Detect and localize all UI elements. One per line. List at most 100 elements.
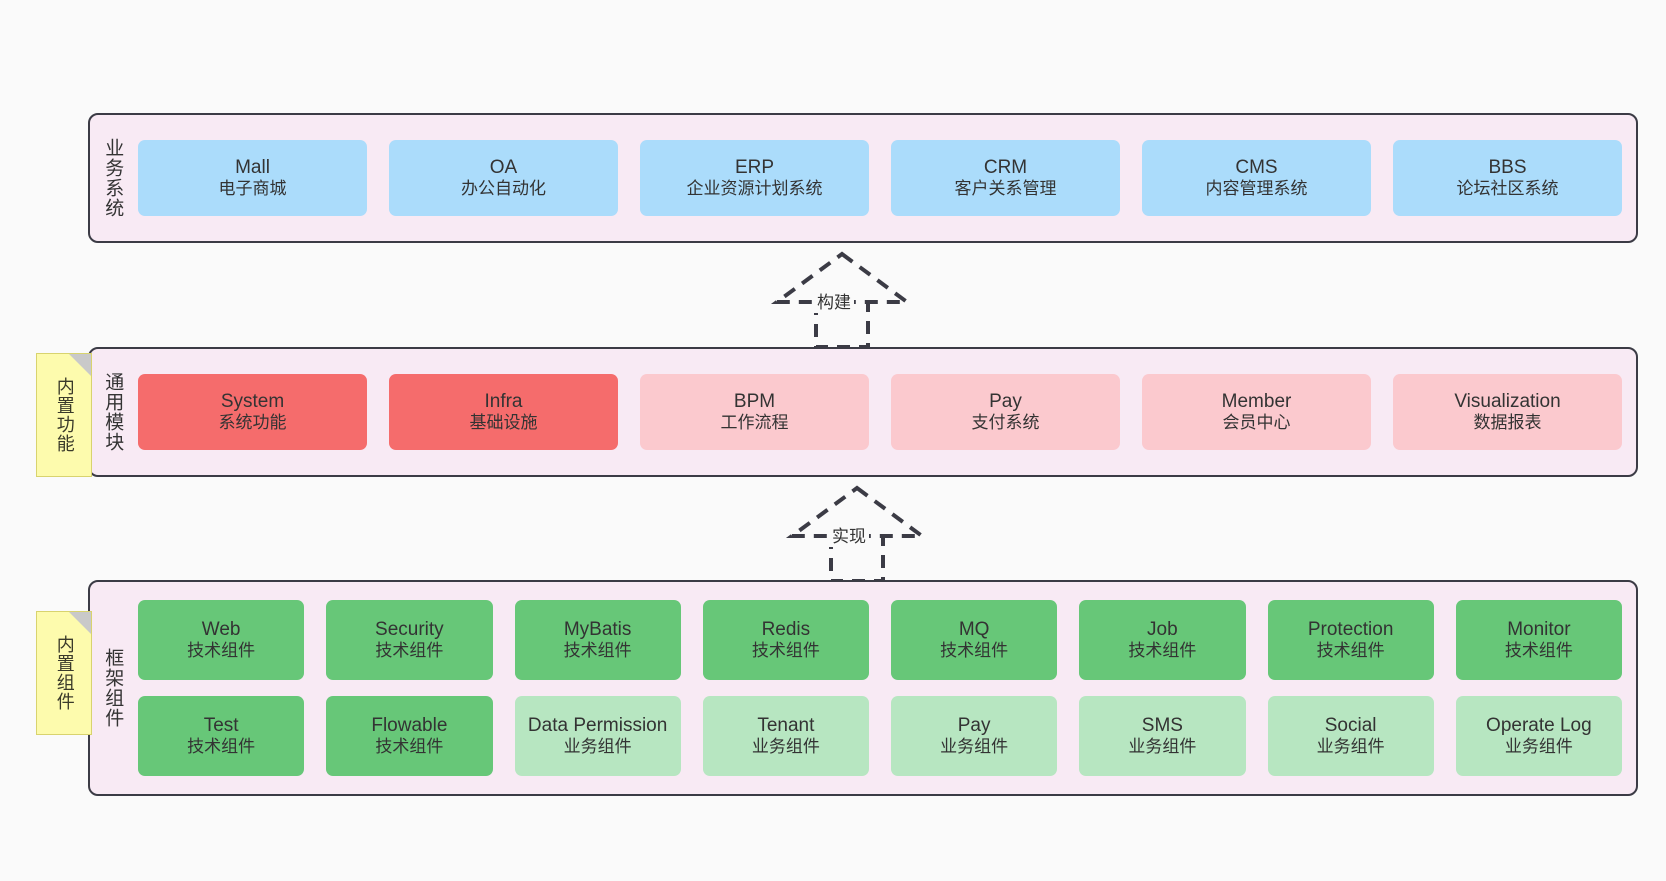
box-title-cn: 技术组件 (187, 641, 256, 661)
box-title-cn: 业务组件 (1316, 737, 1385, 757)
box-protection[interactable]: Protection 技术组件 (1267, 600, 1434, 680)
note-builtin-function: 内置功能 (36, 353, 92, 477)
arrow-head-triangle (785, 485, 929, 538)
box-title-en: Tenant (757, 715, 815, 737)
note-text: 内置组件 (54, 635, 75, 711)
box-title-cn: 技术组件 (187, 737, 256, 757)
box-infra[interactable]: Infra 基础设施 (389, 374, 618, 450)
box-title-en: Infra (484, 391, 523, 413)
box-flowable[interactable]: Flowable 技术组件 (326, 696, 493, 776)
layer-row: Test 技术组件 Flowable 技术组件 Data Permission … (138, 696, 1622, 776)
box-title-cn: 技术组件 (375, 737, 444, 757)
layer-row: System 系统功能 Infra 基础设施 BPM 工作流程 Pay 支付系统… (138, 374, 1622, 450)
box-title-cn: 会员中心 (1222, 413, 1291, 433)
arrow-build: 构建 (755, 251, 930, 349)
box-title-en: CMS (1235, 157, 1278, 179)
box-title-cn: 业务组件 (751, 737, 820, 757)
box-title-cn: 业务组件 (563, 737, 632, 757)
box-bpm[interactable]: BPM 工作流程 (640, 374, 869, 450)
box-monitor[interactable]: Monitor 技术组件 (1455, 600, 1622, 680)
box-member[interactable]: Member 会员中心 (1142, 374, 1371, 450)
layer-body-framework-components: Web 技术组件 Security 技术组件 MyBatis 技术组件 Redi… (134, 582, 1636, 794)
box-operate-log[interactable]: Operate Log 业务组件 (1455, 696, 1622, 776)
box-title-en: Social (1324, 715, 1377, 737)
box-title-en: Redis (761, 619, 811, 641)
box-title-cn: 技术组件 (1316, 641, 1385, 661)
arrow-head-triangle (770, 251, 914, 304)
box-title-cn: 工作流程 (720, 413, 789, 433)
box-cms[interactable]: CMS 内容管理系统 (1142, 140, 1371, 216)
box-title-en: Job (1147, 619, 1178, 641)
box-title-en: Pay (989, 391, 1022, 413)
box-title-en: Monitor (1507, 619, 1571, 641)
box-title-en: Data Permission (527, 715, 668, 737)
box-title-cn: 业务组件 (1128, 737, 1197, 757)
box-title-en: Member (1221, 391, 1292, 413)
layer-business-system: 业务系统 Mall 电子商城 OA 办公自动化 ERP 企业资源计划系统 CRM… (88, 113, 1638, 243)
box-title-en: SMS (1141, 715, 1183, 737)
box-tenant[interactable]: Tenant 业务组件 (702, 696, 869, 776)
box-title-cn: 技术组件 (751, 641, 820, 661)
box-title-en: Security (375, 619, 444, 641)
box-title-en: BPM (733, 391, 776, 413)
box-bbs[interactable]: BBS 论坛社区系统 (1393, 140, 1622, 216)
box-pay-business[interactable]: Pay 业务组件 (891, 696, 1058, 776)
box-title-cn: 论坛社区系统 (1456, 179, 1559, 199)
box-test[interactable]: Test 技术组件 (138, 696, 305, 776)
box-title-cn: 技术组件 (1504, 641, 1573, 661)
box-title-en: MQ (958, 619, 990, 641)
box-crm[interactable]: CRM 客户关系管理 (891, 140, 1120, 216)
box-security[interactable]: Security 技术组件 (326, 600, 493, 680)
box-visualization[interactable]: Visualization 数据报表 (1393, 374, 1622, 450)
box-web[interactable]: Web 技术组件 (138, 600, 305, 680)
layer-title-framework-components: 框架组件 (102, 648, 124, 728)
box-mybatis[interactable]: MyBatis 技术组件 (514, 600, 681, 680)
layer-row: Mall 电子商城 OA 办公自动化 ERP 企业资源计划系统 CRM 客户关系… (138, 140, 1622, 216)
box-title-en: CRM (983, 157, 1028, 179)
box-erp[interactable]: ERP 企业资源计划系统 (640, 140, 869, 216)
box-title-cn: 业务组件 (1504, 737, 1573, 757)
box-title-cn: 技术组件 (940, 641, 1009, 661)
box-social[interactable]: Social 业务组件 (1267, 696, 1434, 776)
box-title-cn: 技术组件 (375, 641, 444, 661)
layer-row: Web 技术组件 Security 技术组件 MyBatis 技术组件 Redi… (138, 600, 1622, 680)
box-title-cn: 业务组件 (940, 737, 1009, 757)
box-title-en: OA (489, 157, 518, 179)
note-text: 内置功能 (54, 377, 75, 453)
layer-title-common-modules: 通用模块 (102, 372, 124, 452)
box-title-en: BBS (1488, 157, 1527, 179)
arrow-label-implement: 实现 (829, 522, 869, 547)
box-system[interactable]: System 系统功能 (138, 374, 367, 450)
layer-common-modules: 通用模块 System 系统功能 Infra 基础设施 BPM 工作流程 Pay… (88, 347, 1638, 477)
box-sms[interactable]: SMS 业务组件 (1079, 696, 1246, 776)
box-title-cn: 系统功能 (218, 413, 287, 433)
box-title-cn: 客户关系管理 (954, 179, 1057, 199)
box-title-en: ERP (734, 157, 775, 179)
box-mall[interactable]: Mall 电子商城 (138, 140, 367, 216)
box-data-permission[interactable]: Data Permission 业务组件 (514, 696, 681, 776)
box-title-cn: 技术组件 (1128, 641, 1197, 661)
box-mq[interactable]: MQ 技术组件 (891, 600, 1058, 680)
layer-body-common-modules: System 系统功能 Infra 基础设施 BPM 工作流程 Pay 支付系统… (134, 349, 1636, 475)
box-title-en: Web (201, 619, 241, 641)
note-builtin-component: 内置组件 (36, 611, 92, 735)
layer-framework-components: 框架组件 Web 技术组件 Security 技术组件 MyBatis 技术组件… (88, 580, 1638, 796)
box-job[interactable]: Job 技术组件 (1079, 600, 1246, 680)
box-redis[interactable]: Redis 技术组件 (702, 600, 869, 680)
box-title-en: System (220, 391, 285, 413)
box-title-en: MyBatis (563, 619, 632, 641)
box-pay[interactable]: Pay 支付系统 (891, 374, 1120, 450)
box-title-en: Operate Log (1486, 715, 1592, 737)
box-title-cn: 电子商城 (218, 179, 287, 199)
box-title-en: Mall (235, 157, 270, 179)
box-title-cn: 办公自动化 (461, 179, 546, 199)
layer-body-business-system: Mall 电子商城 OA 办公自动化 ERP 企业资源计划系统 CRM 客户关系… (134, 115, 1636, 241)
box-title-en: Visualization (1454, 391, 1561, 413)
box-title-en: Test (203, 715, 239, 737)
box-oa[interactable]: OA 办公自动化 (389, 140, 618, 216)
box-title-en: Protection (1307, 619, 1394, 641)
box-title-cn: 技术组件 (563, 641, 632, 661)
arrow-label-build: 构建 (814, 288, 854, 313)
box-title-cn: 基础设施 (469, 413, 538, 433)
box-title-cn: 企业资源计划系统 (686, 179, 823, 199)
